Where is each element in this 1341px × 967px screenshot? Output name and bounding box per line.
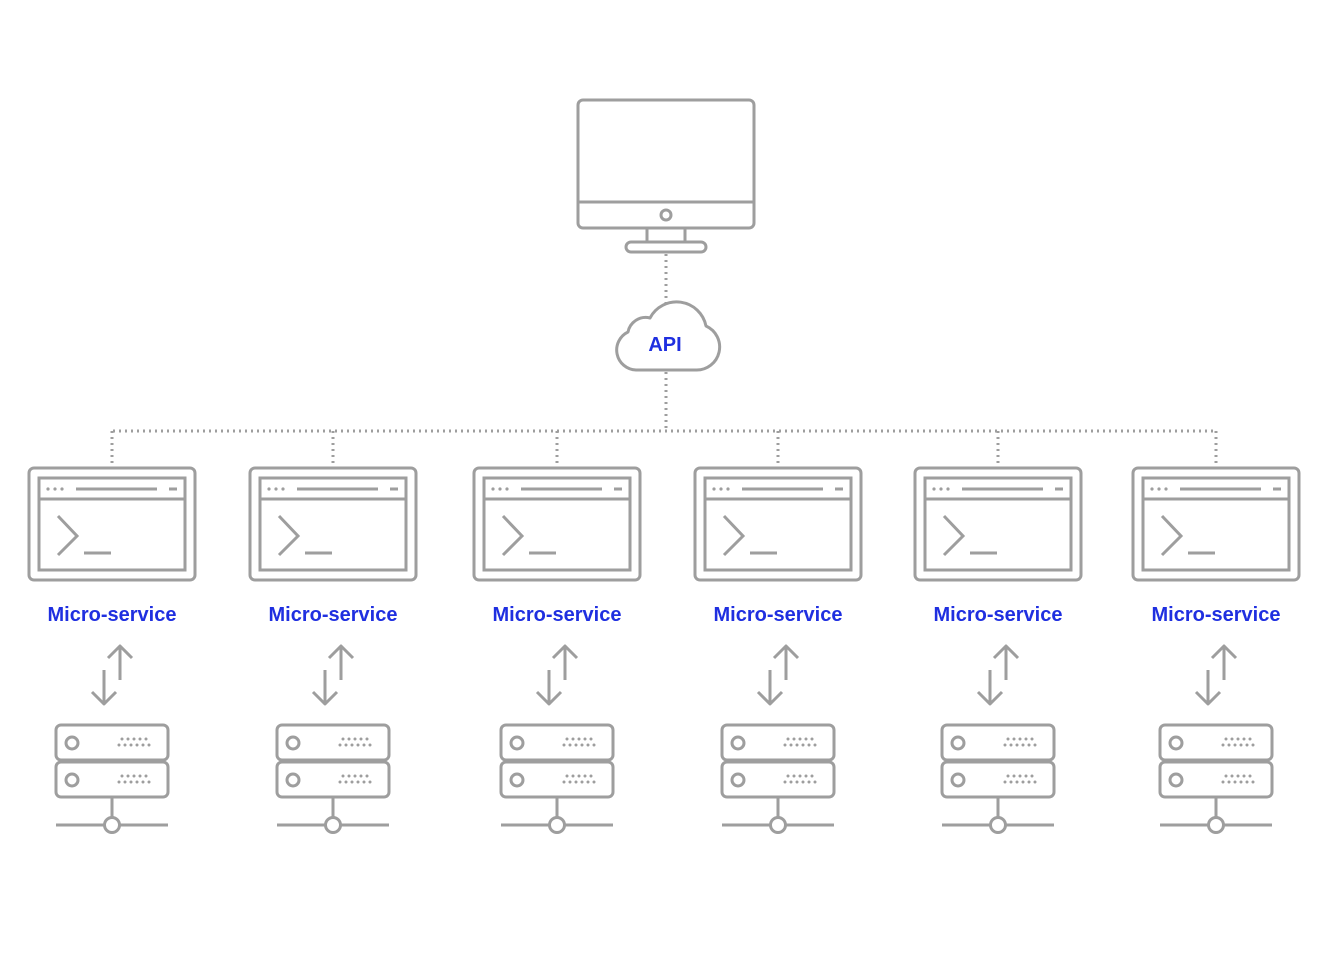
server-icon	[940, 723, 1056, 834]
service-column: Micro-service	[248, 431, 418, 834]
server-icon	[720, 723, 836, 834]
server-icon	[275, 723, 391, 834]
bidirectional-arrow-icon	[90, 644, 134, 706]
server-icon	[54, 723, 170, 834]
micro-service-label: Micro-service	[269, 604, 398, 626]
api-label: API	[648, 334, 681, 356]
terminal-window-icon	[472, 466, 642, 582]
monitor-icon	[576, 98, 756, 254]
service-column: Micro-service	[693, 431, 863, 834]
bidirectional-arrow-icon	[756, 644, 800, 706]
micro-service-label: Micro-service	[48, 604, 177, 626]
server-icon	[499, 723, 615, 834]
terminal-window-icon	[1131, 466, 1301, 582]
service-column: Micro-service	[472, 431, 642, 834]
terminal-window-icon	[913, 466, 1083, 582]
cloud-icon: API	[615, 300, 722, 372]
terminal-window-icon	[248, 466, 418, 582]
bidirectional-arrow-icon	[976, 644, 1020, 706]
bidirectional-arrow-icon	[535, 644, 579, 706]
terminal-window-icon	[693, 466, 863, 582]
service-column: Micro-service	[27, 431, 197, 834]
service-columns: Micro-service Micro-service Micro-service M…	[27, 431, 1301, 834]
micro-service-label: Micro-service	[714, 604, 843, 626]
service-column: Micro-service	[1131, 431, 1301, 834]
micro-service-label: Micro-service	[493, 604, 622, 626]
server-icon	[1158, 723, 1274, 834]
bidirectional-arrow-icon	[1194, 644, 1238, 706]
bidirectional-arrow-icon	[311, 644, 355, 706]
micro-service-label: Micro-service	[1152, 604, 1281, 626]
terminal-window-icon	[27, 466, 197, 582]
service-column: Micro-service	[913, 431, 1083, 834]
micro-service-label: Micro-service	[934, 604, 1063, 626]
